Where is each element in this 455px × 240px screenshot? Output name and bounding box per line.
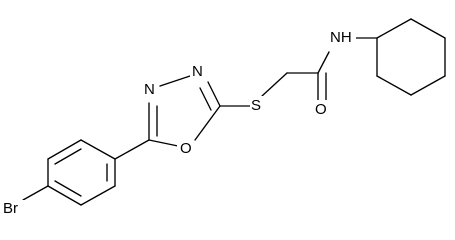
bromophenyl-ring xyxy=(22,139,116,206)
benzene-bond-5 xyxy=(80,185,116,206)
oxadiazole-oxygen-label-background xyxy=(177,138,194,156)
sulfur-label: S xyxy=(251,97,261,114)
carbonyl-oxygen-label-background xyxy=(313,100,330,118)
benzene-inner-bond-2 xyxy=(54,148,82,165)
oxadiazole-oxygen-label: O xyxy=(180,140,192,157)
right-nitrogen-label-background xyxy=(190,62,206,80)
carbonyl-amide-bond xyxy=(317,51,330,74)
bromine-bond xyxy=(22,185,49,201)
benzene-inner-bond-6 xyxy=(54,180,82,197)
oxadiazole-bond-o1-c2 xyxy=(148,139,179,147)
atom-labels: Br N N O S O NH xyxy=(2,28,356,217)
sulfur-label-background xyxy=(250,96,264,114)
left-nitrogen-label-background xyxy=(141,80,157,98)
side-chain xyxy=(219,37,378,107)
cyclohexane-bond-1 xyxy=(376,18,412,39)
oxadiazole-bond-n4-c5 xyxy=(207,81,221,107)
oxadiazole-bond-c5-o1 xyxy=(194,105,221,141)
cyclohexane-bond-4 xyxy=(410,75,446,96)
left-nitrogen-label: N xyxy=(144,81,155,98)
molecule-diagram: Br N N O S O NH xyxy=(2,18,446,217)
benzene-bond-3 xyxy=(80,139,116,160)
amide-nitrogen-label: NH xyxy=(330,29,352,46)
oxadiazole-ring xyxy=(114,75,221,160)
amide-nitrogen-label-background xyxy=(329,28,356,46)
benzene-bond-6 xyxy=(47,185,82,206)
cyclohexane-bond-2 xyxy=(410,18,446,39)
bromine-label-background xyxy=(2,200,26,217)
aryl-oxadiazole-bond xyxy=(114,139,150,160)
oxadiazole-inner-bond-n4-c5 xyxy=(199,87,212,111)
bromine-label: Br xyxy=(3,200,18,217)
cyclohexyl-ring xyxy=(376,18,446,96)
right-nitrogen-label: N xyxy=(192,63,203,80)
benzene-bond-2 xyxy=(47,139,82,160)
carbonyl-oxygen-label: O xyxy=(315,101,327,118)
sulfur-methylene-bond xyxy=(261,72,288,97)
cyclohexane-bond-5 xyxy=(376,75,412,96)
oxadiazole-bond-n3-n4 xyxy=(159,75,191,87)
